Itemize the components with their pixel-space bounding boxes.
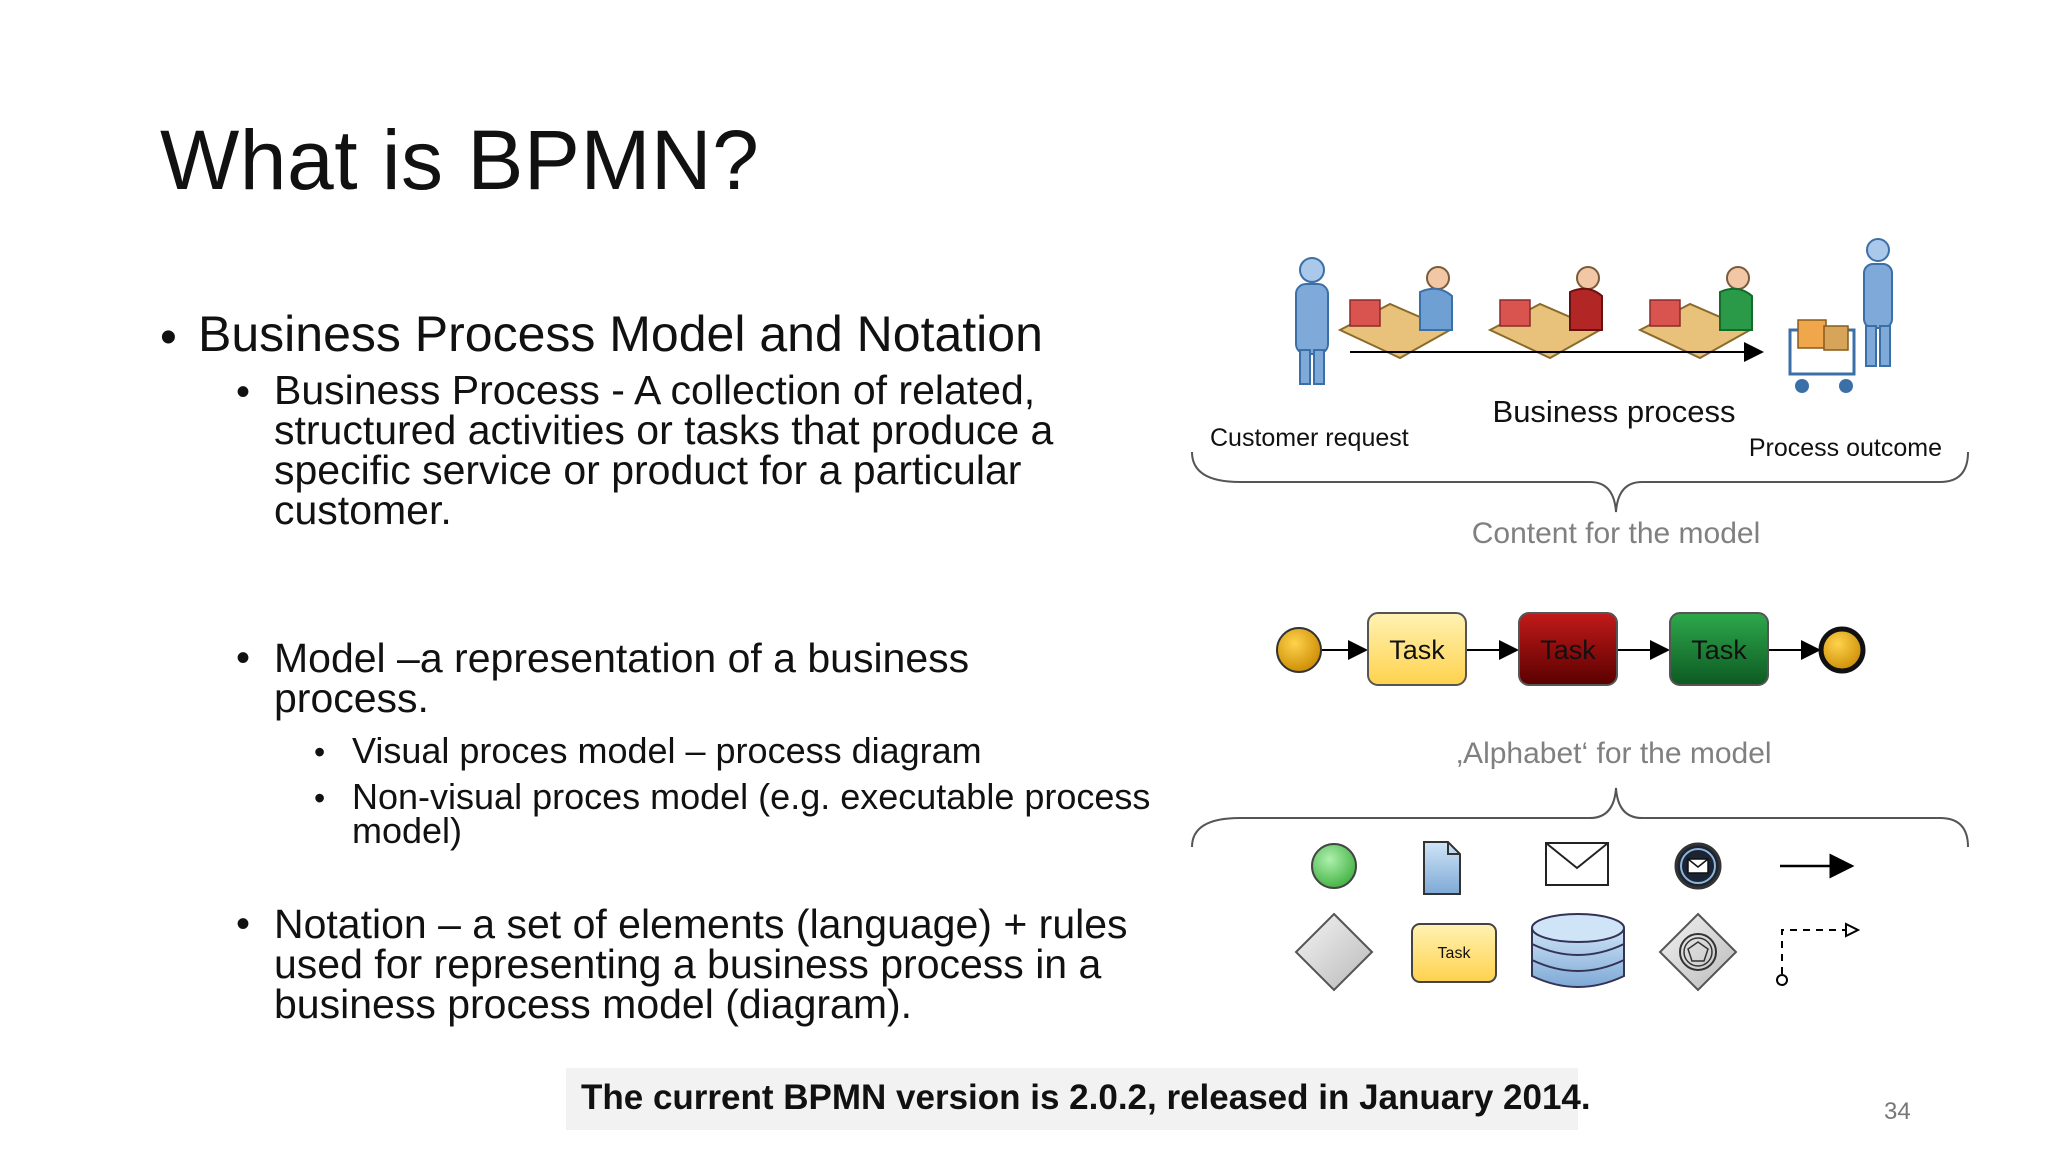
bottom-brace bbox=[1191, 787, 1969, 848]
version-banner: The current BPMN version is 2.0.2, relea… bbox=[566, 1068, 1591, 1130]
customer-request-label: Customer request bbox=[1210, 424, 1409, 452]
bullet-dot: • bbox=[314, 734, 326, 770]
customer-person-icon bbox=[1295, 257, 1329, 385]
event-gateway-icon bbox=[1658, 912, 1738, 992]
task-box-2 bbox=[1518, 612, 1618, 686]
bullet-dot: • bbox=[236, 370, 251, 414]
process-outcome-label: Process outcome bbox=[1749, 434, 1942, 462]
bullet-notation: Notation – a set of elements (language) … bbox=[274, 901, 1128, 1027]
top-brace bbox=[1191, 451, 1969, 513]
bullet-model: Model –a representation of a business pr… bbox=[274, 635, 970, 721]
bullet-dot: • bbox=[236, 636, 251, 680]
worker-desk-icon-1 bbox=[1337, 266, 1453, 360]
bpmn-illustration: Business process Customer request Proces… bbox=[1191, 238, 1969, 992]
content-label: Content for the model bbox=[1472, 517, 1761, 550]
bullet-dot: • bbox=[160, 311, 177, 364]
shopping-cart-icon bbox=[1788, 238, 1893, 393]
bullet-dot: • bbox=[314, 780, 326, 816]
message-envelope-icon bbox=[1545, 842, 1609, 886]
start-event-icon bbox=[1276, 627, 1322, 673]
business-process-label: Business process bbox=[1493, 394, 1736, 429]
bullet-nonvisual-model: Non-visual proces model (e.g. executable… bbox=[352, 776, 1151, 851]
task-label-2: Task bbox=[1540, 635, 1596, 665]
page-number: 34 bbox=[1884, 1098, 1911, 1125]
document-symbol-icon bbox=[1423, 841, 1461, 895]
bullet-dot: • bbox=[236, 902, 251, 946]
bullet-business-process: Business Process - A collection of relat… bbox=[274, 367, 1054, 533]
worker-desk-icon-3 bbox=[1637, 266, 1753, 360]
slide-title: What is BPMN? bbox=[160, 113, 760, 207]
small-task-box bbox=[1411, 923, 1497, 983]
alphabet-label: ‚Alphabet‘ for the model bbox=[1456, 737, 1771, 770]
bullet-main: Business Process Model and Notation bbox=[198, 306, 1043, 362]
task-label-3: Task bbox=[1691, 635, 1747, 665]
task-label-1: Task bbox=[1389, 635, 1445, 665]
gateway-symbol-icon bbox=[1294, 912, 1374, 992]
bullet-visual-model: Visual proces model – process diagram bbox=[352, 730, 982, 771]
data-store-icon bbox=[1531, 913, 1625, 988]
version-banner-text: The current BPMN version is 2.0.2, relea… bbox=[581, 1078, 1591, 1117]
start-event-symbol-icon bbox=[1311, 843, 1357, 889]
end-event-icon bbox=[1818, 626, 1866, 674]
task-box-1 bbox=[1367, 612, 1467, 686]
message-flow-icon bbox=[1776, 922, 1861, 986]
task-box-3 bbox=[1669, 612, 1769, 686]
message-event-icon bbox=[1674, 842, 1722, 890]
small-task-label: Task bbox=[1438, 945, 1472, 962]
worker-desk-icon-2 bbox=[1487, 266, 1603, 360]
